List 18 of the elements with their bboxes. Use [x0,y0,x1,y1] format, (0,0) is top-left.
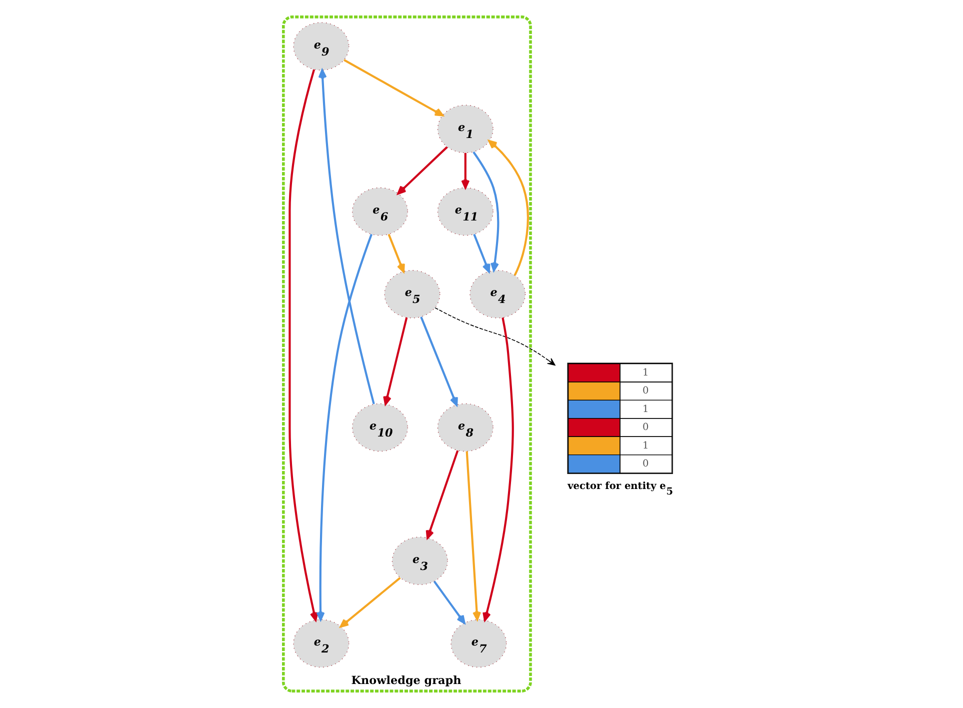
arrow [473,234,490,272]
arrow [420,316,458,406]
arrow [388,234,405,272]
arrow [488,140,529,276]
arrow [426,450,459,539]
arrow [318,69,375,404]
arrow [288,69,318,622]
arrow [472,151,500,272]
arrow [466,451,481,620]
arrow [482,317,514,622]
arrow [340,576,401,628]
arrow [383,317,408,406]
arrow [344,59,444,116]
arrow [397,146,448,195]
arrow [433,580,466,624]
arrow [434,307,556,366]
arrow [316,234,372,621]
arrow [461,152,470,189]
